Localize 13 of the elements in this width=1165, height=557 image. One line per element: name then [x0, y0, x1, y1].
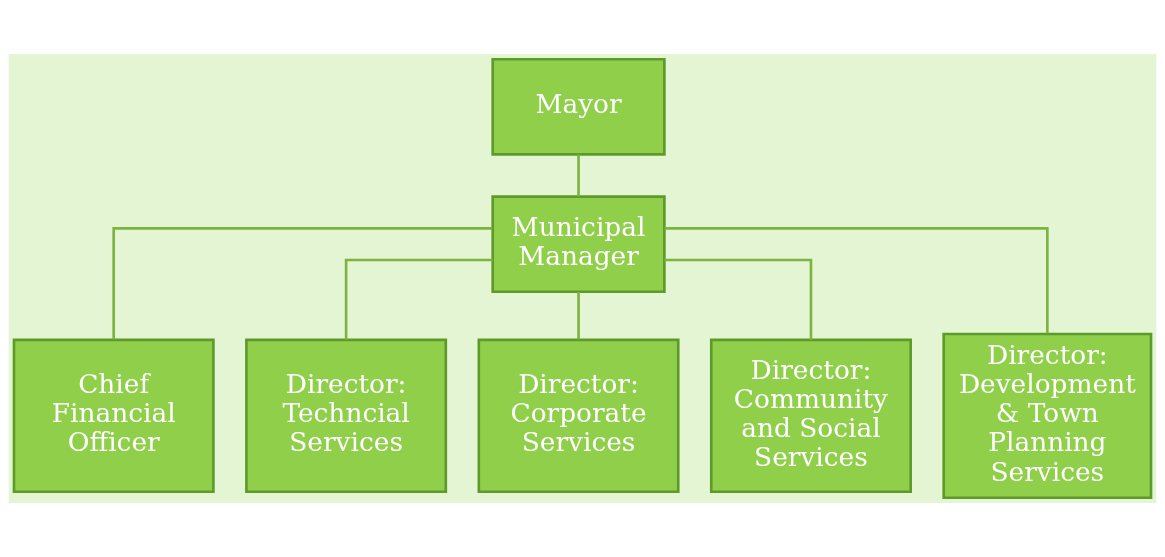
connector	[664, 227, 1049, 334]
connector	[577, 292, 580, 340]
connector	[112, 227, 493, 340]
node-box: Mayor	[491, 57, 666, 156]
node-box: Director: Development & Town Planning Services	[942, 332, 1153, 500]
node-box: Municipal Manager	[491, 195, 666, 294]
connector	[344, 258, 493, 340]
node-box: Director: Community and Social Services	[709, 338, 912, 494]
connector	[664, 258, 813, 340]
node-box: Director: Corporate Services	[477, 338, 680, 494]
node-box: Director: Techncial Services	[245, 338, 448, 494]
connector	[577, 154, 580, 197]
node-box: Chief Financial Officer	[12, 338, 215, 494]
